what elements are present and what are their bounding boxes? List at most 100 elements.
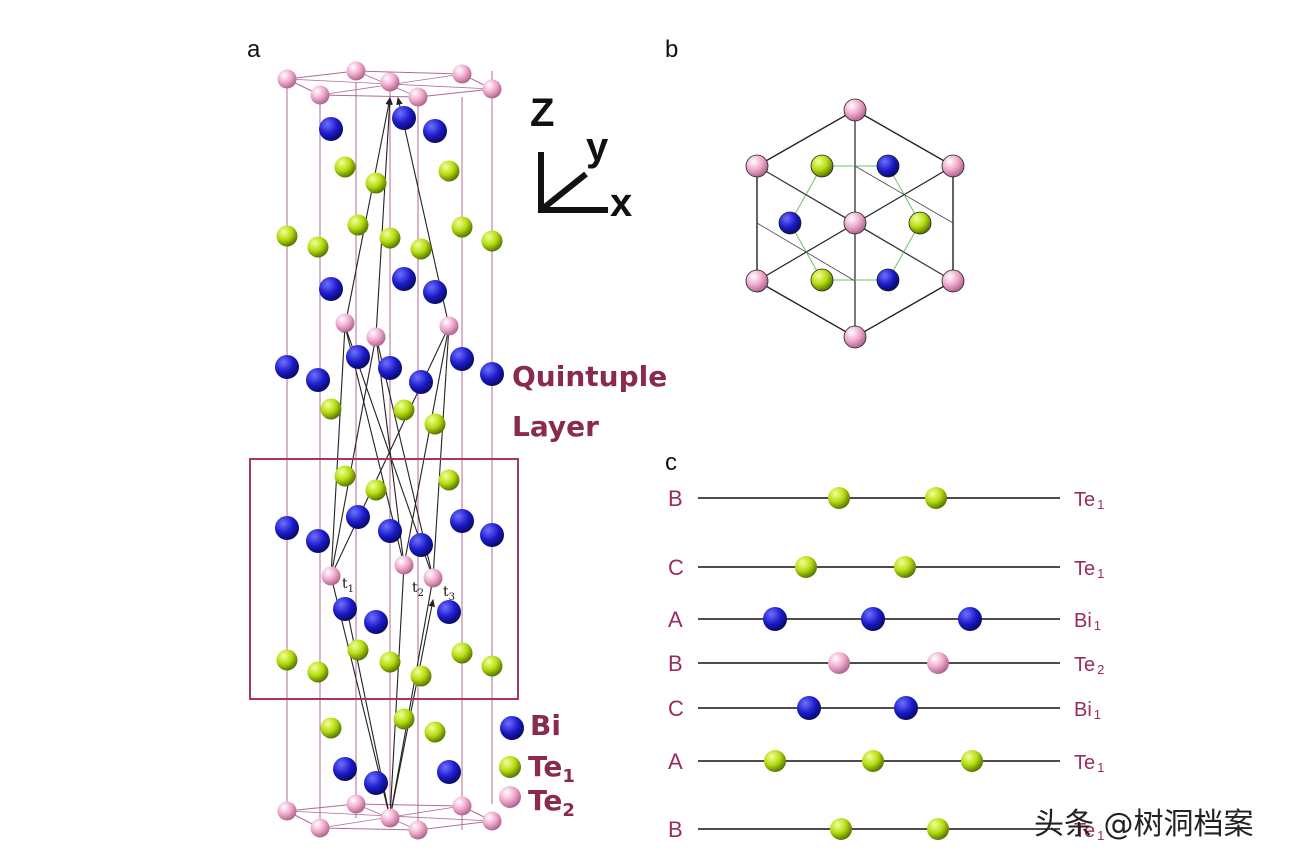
bi-atom [346, 345, 370, 369]
top-view-bi-atom [778, 211, 802, 235]
te1-atom [393, 399, 415, 421]
te1-layer-atom [828, 487, 850, 509]
bi-layer-atom [797, 696, 821, 720]
axis-x-label: x [610, 181, 632, 225]
te1-atom [276, 225, 298, 247]
bi-atom [437, 600, 461, 624]
top-view-te2-atom [941, 269, 965, 293]
bi-atom [409, 533, 433, 557]
te1-atom [307, 661, 329, 683]
legend-te2-swatch [499, 786, 521, 808]
te1-atom [410, 238, 432, 260]
legend: Bi Te1 Te2 [499, 709, 575, 821]
bi-atom [409, 370, 433, 394]
bi-atom [423, 119, 447, 143]
axis-y-line [539, 171, 588, 213]
top-view-te1-atom [908, 211, 932, 235]
quintuple-layer-box [249, 458, 519, 700]
te2-atom [310, 818, 330, 838]
top-view-inner-line [756, 222, 856, 282]
te2-atom [408, 820, 428, 840]
stacking-layer-letter: A [668, 749, 683, 774]
top-view-te1-atom [810, 268, 834, 292]
te1-atom [379, 651, 401, 673]
te1-atom [320, 398, 342, 420]
te2-atom [452, 64, 472, 84]
te2-atom [277, 801, 297, 821]
bi-atom [450, 509, 474, 533]
te2-atom [346, 61, 366, 81]
quintuple-label: Quintuple [512, 360, 667, 393]
crystal-atoms [275, 61, 504, 840]
bi-atom [275, 516, 299, 540]
te1-layer-atom [961, 750, 983, 772]
te2-atom [346, 794, 366, 814]
stacking-layer-letter: B [668, 486, 683, 511]
legend-te1-label: Te1 [528, 750, 575, 787]
bi-atom [364, 610, 388, 634]
te2-atom [321, 566, 341, 586]
legend-bi-swatch [500, 716, 524, 740]
te1-atom [334, 156, 356, 178]
stacking-layer-letter: C [668, 555, 684, 580]
te1-layer-atom [764, 750, 786, 772]
bi-atom [346, 505, 370, 529]
bi-atom [378, 356, 402, 380]
translation-arrow [344, 96, 392, 327]
te1-atom [451, 216, 473, 238]
te2-atom [380, 808, 400, 828]
bi-atom [450, 347, 474, 371]
axes-indicator: Z y x [530, 91, 632, 225]
te1-atom [307, 236, 329, 258]
top-view-te2-atom [745, 154, 769, 178]
top-view-bi-atom [876, 154, 900, 178]
panel-c-label: c [665, 449, 677, 476]
te1-layer-atom [927, 818, 949, 840]
legend-te2-label: Te2 [528, 784, 575, 821]
top-view-te2-atom [745, 269, 769, 293]
te2-atom [482, 79, 502, 99]
te2-atom [380, 72, 400, 92]
stacking-layer-letter: B [668, 817, 683, 842]
translation-arrow [403, 324, 452, 566]
stacking-layer-letter: A [668, 607, 683, 632]
te1-atom [481, 230, 503, 252]
legend-bi-label: Bi [530, 709, 561, 742]
te2-layer-atom [828, 652, 850, 674]
te2-layer-atom [927, 652, 949, 674]
translation-arrow [330, 325, 450, 577]
te2-atom [277, 69, 297, 89]
panel-b-top-view [745, 98, 965, 349]
te1-layer-atom [925, 487, 947, 509]
te1-atom [481, 655, 503, 677]
bi-atom [275, 355, 299, 379]
te1-atom [334, 465, 356, 487]
bi-atom [392, 267, 416, 291]
bi-atom [306, 529, 330, 553]
te2-atom [366, 327, 386, 347]
t3-label: t3 [443, 584, 455, 603]
bi-atom [392, 106, 416, 130]
stacking-layer-letter: B [668, 651, 683, 676]
layer-label: Layer [512, 410, 599, 443]
te1-atom [424, 721, 446, 743]
bi-atom [423, 280, 447, 304]
te2-atom [423, 568, 443, 588]
te1-atom [365, 172, 387, 194]
translation-arrow [375, 96, 393, 337]
te1-atom [410, 665, 432, 687]
te1-atom [276, 649, 298, 671]
te1-atom [347, 214, 369, 236]
